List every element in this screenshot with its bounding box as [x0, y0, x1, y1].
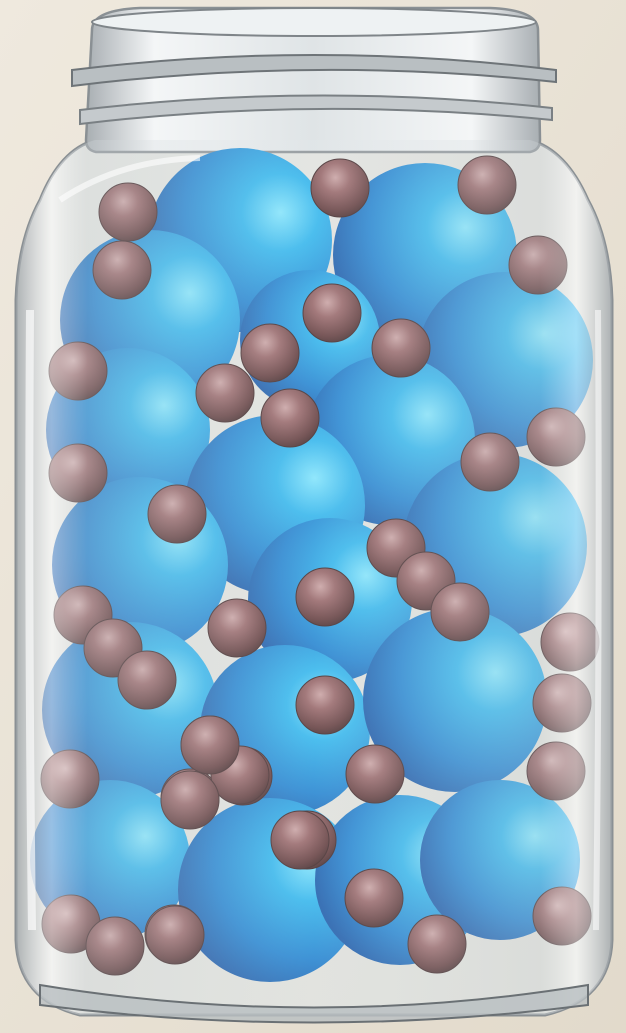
jar-base	[39, 983, 589, 1024]
jar-rim	[91, 7, 537, 37]
glass-reflections	[16, 140, 612, 1024]
right-reflection	[593, 309, 602, 931]
jar-glass-overlay	[16, 140, 612, 1015]
left-reflection	[25, 309, 36, 931]
shoulder-highlight	[58, 155, 201, 203]
jar-thread	[71, 54, 557, 88]
jar-thread	[79, 94, 553, 126]
